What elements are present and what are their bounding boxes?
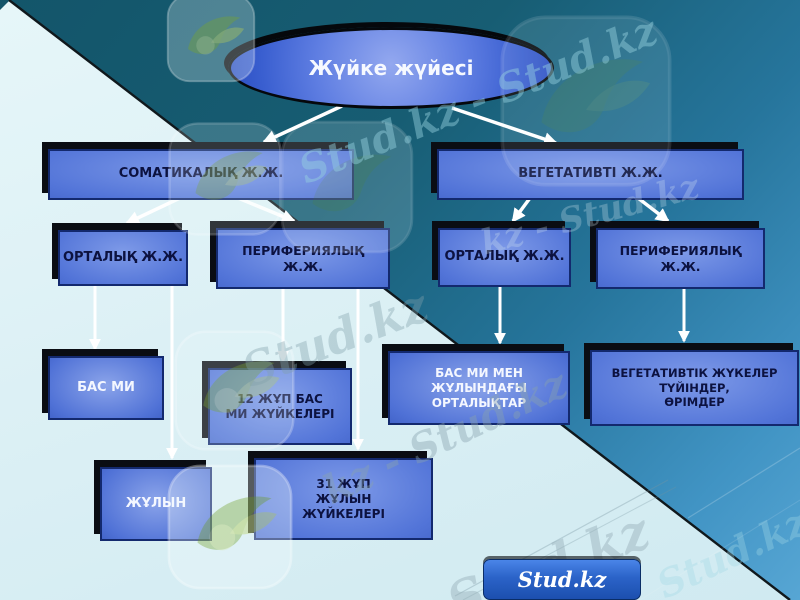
node-spinal-nerves: 31 ЖҰП ЖҰЛЫН ЖҮЙКЕЛЕРІ xyxy=(254,458,433,540)
node-vegetative: ВЕГЕТАТИВТІ Ж.Ж. xyxy=(437,149,744,200)
node-brain: БАС МИ xyxy=(48,356,164,420)
node-label: ВЕГЕТАТИВТІК ЖҮКЕЛЕР ТҮЙІНДЕР, ӨРІМДЕР xyxy=(611,366,778,410)
node-cranial-nerves: 12 ЖҰП БАС МИ ЖҮЙКЕЛЕРІ xyxy=(208,368,352,445)
node-somatic-peripheral: ПЕРИФЕРИЯЛЫҚ Ж.Ж. xyxy=(216,228,390,289)
node-label: 12 ЖҰП БАС МИ ЖҮЙКЕЛЕРІ xyxy=(225,391,335,421)
node-label: БАС МИ xyxy=(77,379,135,395)
node-label: ОРТАЛЫҚ Ж.Ж. xyxy=(444,249,565,265)
node-spinal-cord: ЖҰЛЫН xyxy=(100,467,212,541)
node-label: ПЕРИФЕРИЯЛЫҚ Ж.Ж. xyxy=(619,242,742,274)
node-label: 31 ЖҰП ЖҰЛЫН ЖҮЙКЕЛЕРІ xyxy=(302,476,385,521)
node-label: ЖҰЛЫН xyxy=(125,495,187,511)
node-label: СОМАТИКАЛЫҚ Ж.Ж. xyxy=(118,166,284,182)
node-label: ОРТАЛЫҚ Ж.Ж. xyxy=(62,249,184,265)
node-vegetative-ganglia: ВЕГЕТАТИВТІК ЖҮКЕЛЕР ТҮЙІНДЕР, ӨРІМДЕР xyxy=(590,350,799,426)
node-label: ПЕРИФЕРИЯЛЫҚ Ж.Ж. xyxy=(242,242,364,274)
node-vegetative-centers: БАС МИ МЕН ЖҰЛЫНДАҒЫ ОРТАЛЫҚТАР xyxy=(388,351,570,425)
node-label: БАС МИ МЕН ЖҰЛЫНДАҒЫ ОРТАЛЫҚТАР xyxy=(430,365,528,410)
node-somatic: СОМАТИКАЛЫҚ Ж.Ж. xyxy=(48,149,354,200)
studkz-badge: Stud.kz xyxy=(483,559,641,600)
node-label: Жүйке жүйесі xyxy=(308,56,474,80)
node-vegetative-central: ОРТАЛЫҚ Ж.Ж. xyxy=(438,228,571,287)
node-vegetative-peripheral: ПЕРИФЕРИЯЛЫҚ Ж.Ж. xyxy=(596,228,765,289)
node-nervous-system-root: Жүйке жүйесі xyxy=(228,27,554,109)
studkz-badge-label: Stud.kz xyxy=(517,567,607,592)
node-label: ВЕГЕТАТИВТІ Ж.Ж. xyxy=(518,166,663,182)
node-somatic-central: ОРТАЛЫҚ Ж.Ж. xyxy=(58,230,188,286)
